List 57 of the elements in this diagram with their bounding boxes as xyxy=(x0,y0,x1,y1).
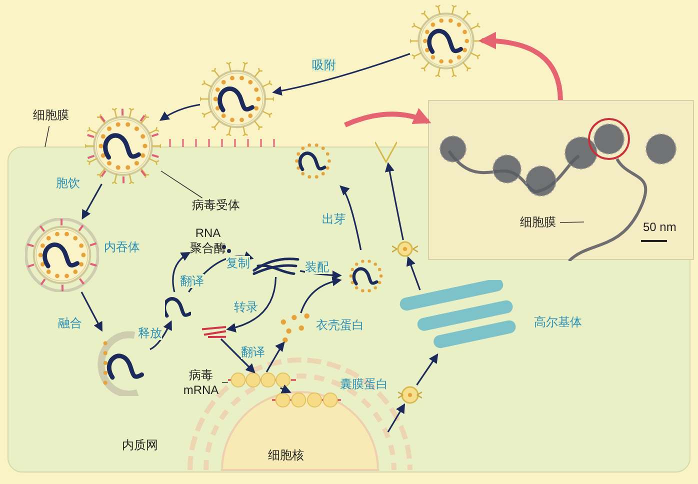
rna-strand-drawing xyxy=(252,255,300,277)
edge-label: 出芽 xyxy=(322,212,346,226)
virus-drawing xyxy=(200,62,274,136)
arrow xyxy=(280,384,292,394)
photo-placeholder xyxy=(428,100,694,260)
arrow xyxy=(150,320,172,350)
edge-label: 转录 xyxy=(234,300,258,314)
ribosome-drawing xyxy=(272,392,344,408)
edge-label: 胞饮 xyxy=(56,176,80,190)
text-label: 细胞核 xyxy=(268,448,304,462)
arrow xyxy=(272,52,410,96)
structure-label: 内吞体 xyxy=(104,240,140,254)
mrna-drawing xyxy=(200,325,228,339)
arrow xyxy=(384,162,404,240)
arrow xyxy=(300,276,342,314)
arrow xyxy=(172,252,191,292)
edge-label: 释放 xyxy=(138,326,162,340)
edge-label: 翻译 xyxy=(180,274,204,288)
edge-label: 融合 xyxy=(58,316,82,330)
edge-label: 吸附 xyxy=(312,58,336,72)
text-label: RNA 聚合酶 xyxy=(189,226,227,258)
arrow xyxy=(82,184,102,220)
arrow xyxy=(406,256,421,290)
vesicle-drawing xyxy=(392,240,418,258)
text-label: 细胞膜 xyxy=(28,108,74,126)
arrow xyxy=(266,341,285,372)
structure-label: 高尔基体 xyxy=(534,315,582,329)
structure-label: 囊膜蛋白 xyxy=(340,377,388,391)
text-label: 50 nm xyxy=(643,220,676,234)
edge-label: 复制 xyxy=(226,256,250,270)
vesicle-drawing xyxy=(398,385,422,405)
text-label: 病毒受体 xyxy=(188,198,244,216)
endosome-drawing xyxy=(25,218,99,292)
virus-drawing xyxy=(410,5,482,77)
arrow xyxy=(226,276,277,332)
edge-label: 装配 xyxy=(305,260,329,274)
leader-line xyxy=(160,170,203,198)
arrow xyxy=(340,185,362,250)
ribosome-drawing xyxy=(228,372,296,388)
text-label: 病毒 mRNA xyxy=(180,368,222,400)
edge-label: 翻译 xyxy=(241,345,265,359)
arrow xyxy=(387,403,406,432)
budding-membrane-drawing xyxy=(375,140,397,164)
text-label: 细胞膜 xyxy=(515,215,561,233)
arrow xyxy=(220,338,256,374)
leader-line xyxy=(560,222,584,223)
virus-drawing xyxy=(85,108,161,184)
arrow xyxy=(80,292,102,332)
arrow xyxy=(159,104,200,121)
leader-line xyxy=(222,382,228,384)
text-label: 内质网 xyxy=(122,438,158,452)
leader-line xyxy=(44,126,50,148)
arrow xyxy=(416,353,438,386)
arrow xyxy=(300,270,342,280)
arrow xyxy=(478,32,563,100)
structure-label: 衣壳蛋白 xyxy=(316,318,364,332)
arrow xyxy=(344,108,432,128)
